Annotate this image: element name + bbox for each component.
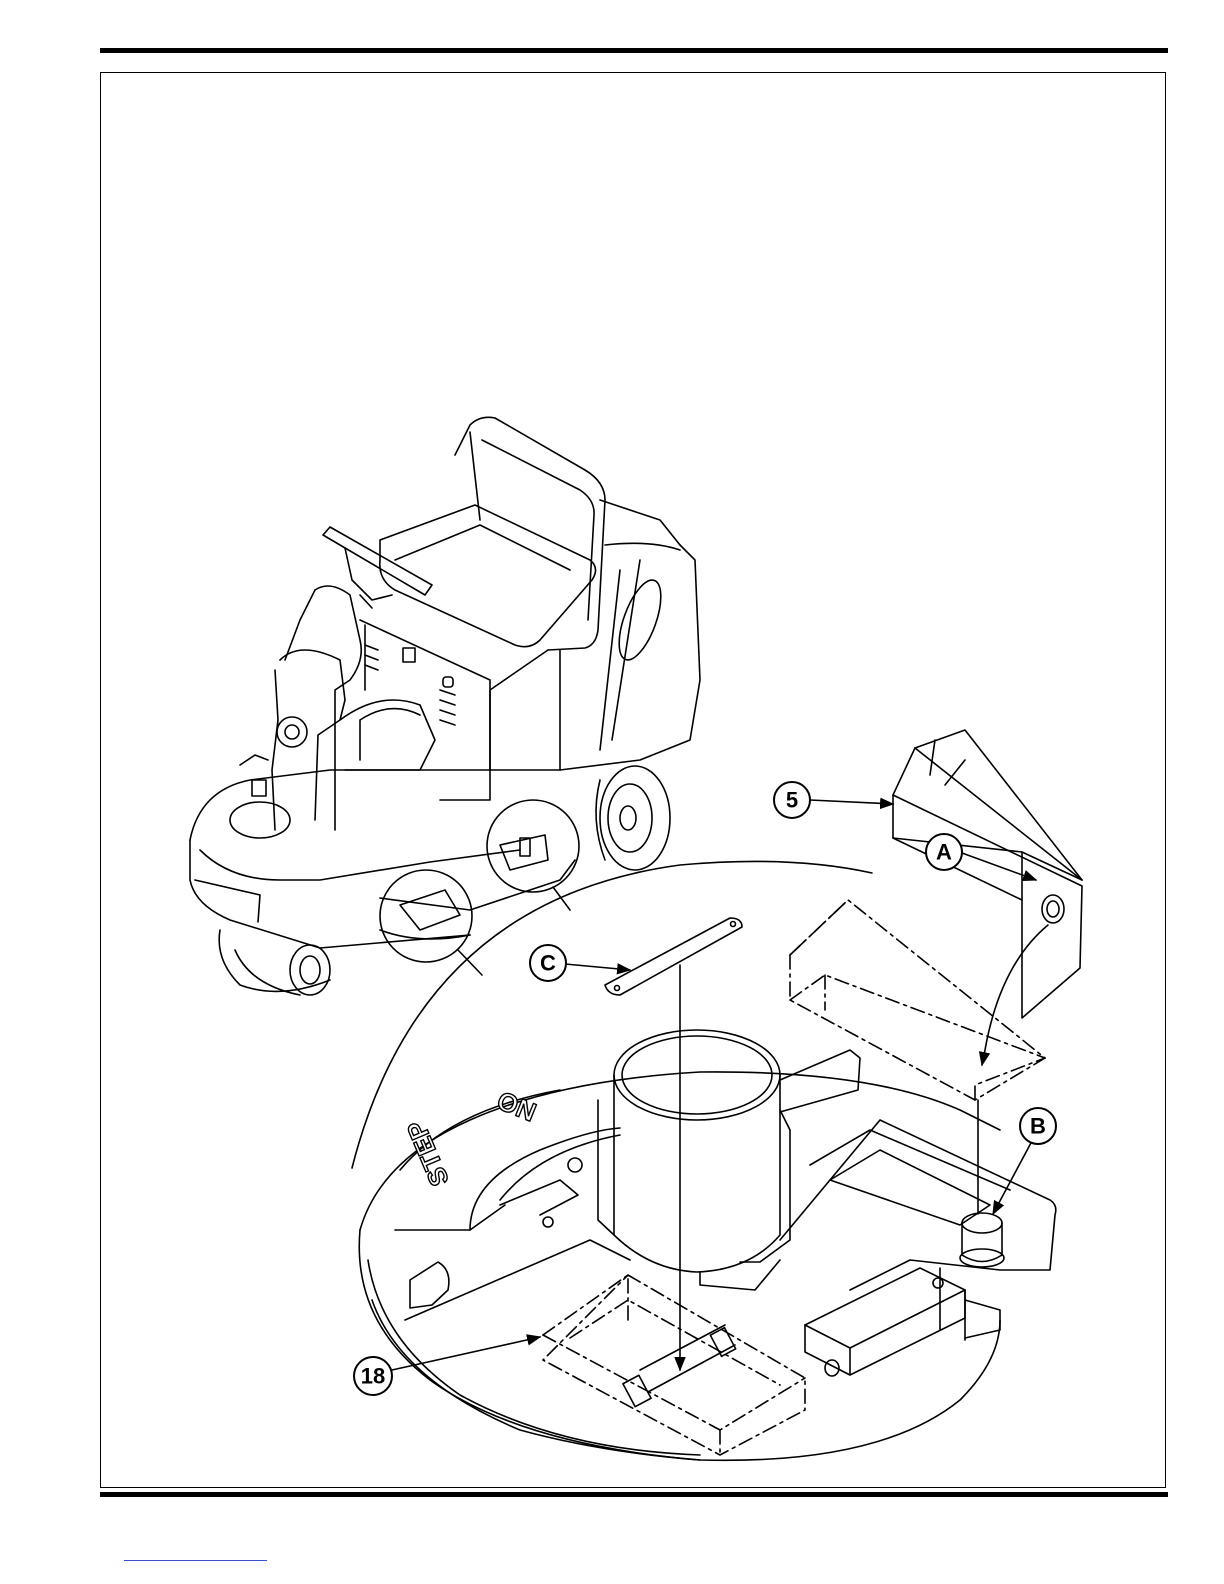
no-step-decal-step: STEP — [401, 1116, 455, 1190]
callout-5: 5 — [774, 782, 810, 818]
callout-leaders — [392, 800, 1048, 1370]
svg-text:A: A — [936, 840, 952, 865]
svg-text:C: C — [540, 951, 556, 976]
callout-18: 18 — [354, 1357, 392, 1395]
callout-b: B — [1020, 1108, 1056, 1144]
svg-text:5: 5 — [786, 788, 798, 813]
no-step-decal-no: NO — [493, 1085, 540, 1127]
callout-a: A — [926, 834, 962, 870]
svg-text:18: 18 — [361, 1364, 385, 1389]
callout-c: C — [530, 945, 566, 981]
svg-text:B: B — [1030, 1114, 1046, 1139]
ride-on-machine-illustration — [190, 417, 700, 995]
enlarged-deck-assembly — [359, 730, 1082, 1460]
